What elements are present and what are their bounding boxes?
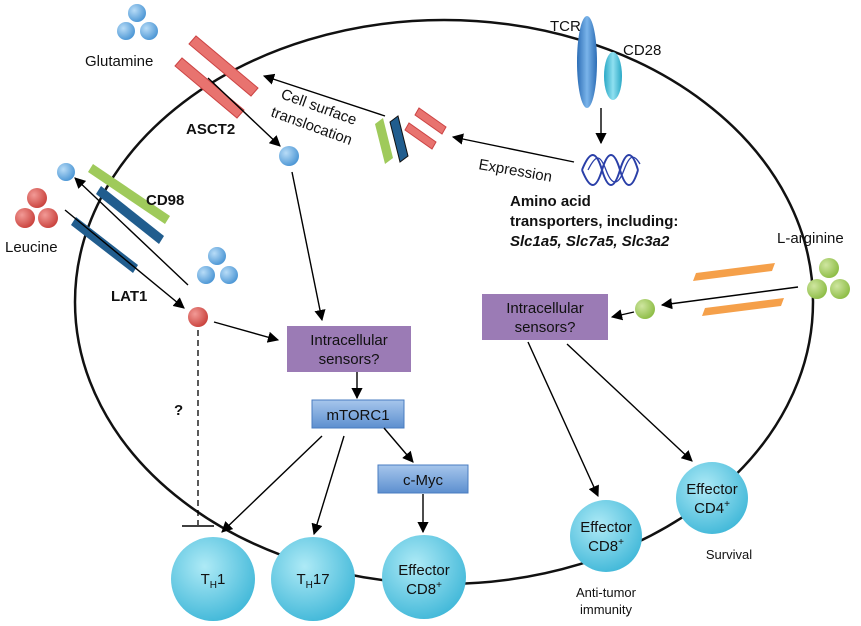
tcr-receptor [577,16,597,108]
arrow-leucine-to-sensors [213,321,280,343]
cd8-right-cell [570,500,642,572]
leucine-molecules [15,188,58,228]
th1-cell [171,537,255,621]
mtorc1-label: mTORC1 [326,407,389,424]
cd4-effector: Effector [686,481,737,498]
exchange-glutamine-dot [57,163,75,181]
expression-label: Expression [477,156,553,186]
cd28-label: CD28 [623,42,661,59]
tcr-label: TCR [550,18,581,35]
dna-icon [581,154,641,186]
cmyc-box [377,464,469,494]
arrow-mtorc1-to-cmyc [383,427,414,463]
aa-transporters-line2: transporters, including: [510,213,678,230]
arrow-arginine-to-sensors [610,309,635,321]
arrow-mtorc1-to-th17 [311,435,345,536]
arginine-intracellular [635,299,655,319]
th17-label: TH17 [296,571,329,591]
anti-tumor-line2: immunity [580,602,633,617]
arrow-glutamine-to-sensors [291,171,326,322]
arrow-arginine-in [660,286,799,310]
leucine-label: Leucine [5,239,58,256]
aa-transporters-line3: Slc1a5, Slc7a5, Slc3a2 [510,233,670,250]
arrow-glutamine-in [207,77,281,147]
aa-transporters-line1: Amino acid [510,193,591,210]
anti-tumor-line1: Anti-tumor [576,585,637,600]
cd8-right-label: CD8+ [588,537,624,555]
th17-cell [271,537,355,621]
cd98-lat1-transporter [71,164,170,273]
sensors-left-line1: Intracellular [310,332,388,349]
asct2-label: ASCT2 [186,121,235,138]
asct2-transporter [174,35,259,119]
question-mark: ? [174,402,183,419]
arrow-mtorc1-to-th1 [221,435,323,533]
cd28-receptor [604,52,622,100]
arrow-sensors-to-cd4 [566,343,693,462]
l-arginine-label: L-arginine [777,230,844,247]
cd8-left-cell [382,535,466,619]
glutamine-molecules [117,4,158,40]
arginine-transporter [693,263,784,316]
arrow-surface-translocation [262,73,386,117]
cmyc-label: c-Myc [403,472,443,489]
mtorc1-box [311,399,405,429]
sensors-left-line2: sensors? [319,351,380,368]
sensors-box-left [287,326,411,372]
lat1-label: LAT1 [111,288,147,305]
leucine-intracellular [188,307,208,327]
glutamine-label: Glutamine [85,53,153,70]
l-arginine-molecules [807,258,850,299]
glutamine-pool [197,247,238,284]
survival-label: Survival [706,547,752,562]
cd98-label: CD98 [146,192,184,209]
cd8-left-effector: Effector [398,562,449,579]
arrow-glutamine-out [74,177,189,286]
new-transporters [375,107,447,164]
arrow-expression [451,133,575,163]
sensors-right-line2: sensors? [515,319,576,336]
cd8-right-effector: Effector [580,519,631,536]
sensors-box-right [482,294,608,340]
cd4-label: CD4+ [694,499,730,517]
th1-label: TH1 [201,571,226,591]
cd4-cell [676,462,748,534]
cd8-left-label: CD8+ [406,580,442,598]
sensors-right-line1: Intracellular [506,300,584,317]
glutamine-intracellular [279,146,299,166]
arrow-sensors-to-cd8 [527,341,599,498]
arrow-leucine-in [64,209,185,309]
